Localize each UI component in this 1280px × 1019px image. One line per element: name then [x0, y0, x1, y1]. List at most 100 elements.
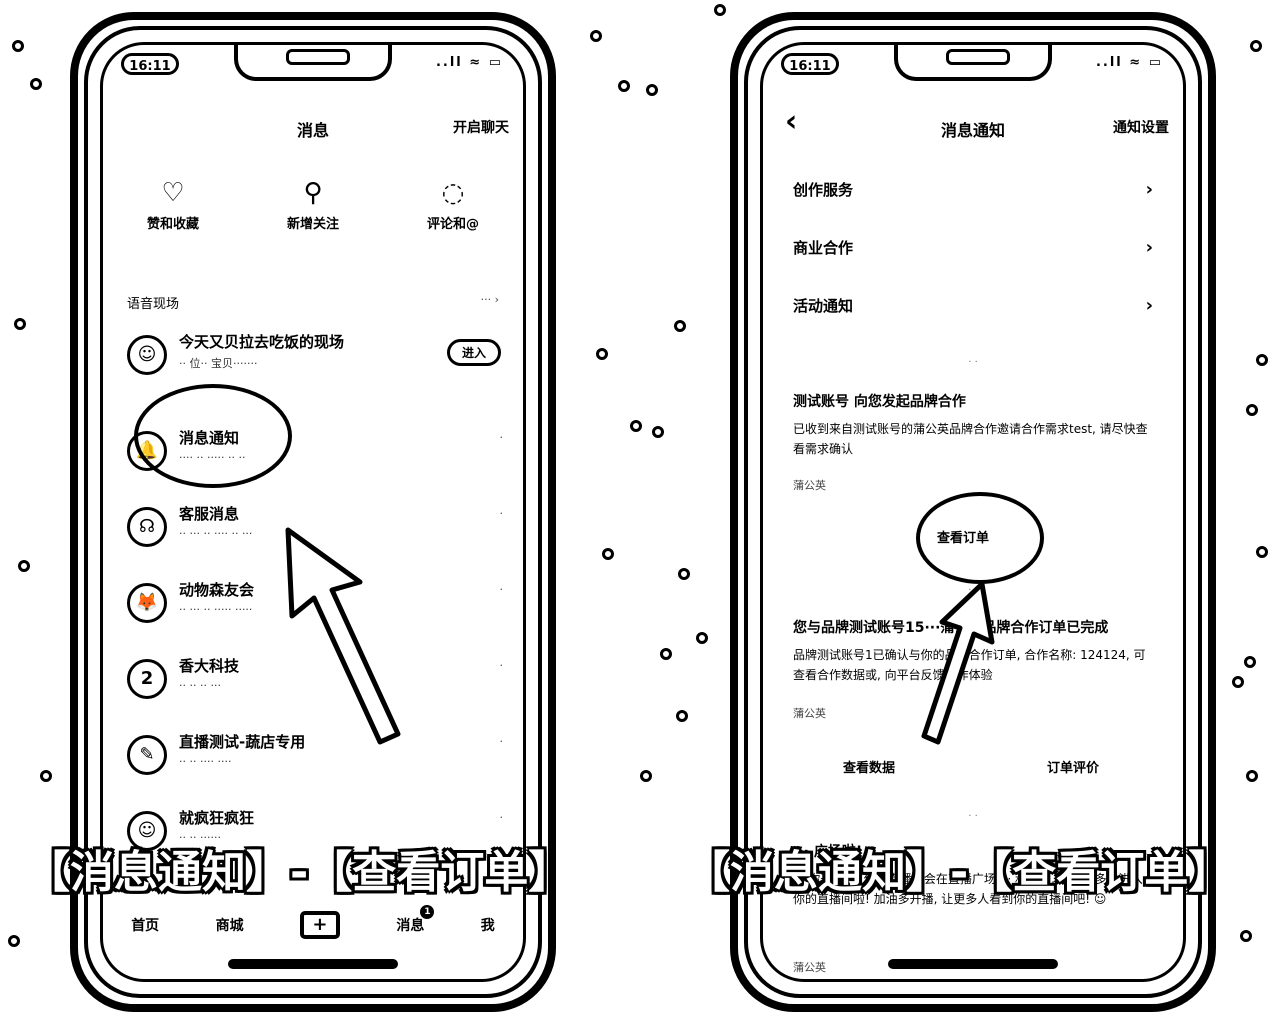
notification-settings-button[interactable]: 通知设置: [1113, 120, 1169, 136]
decor-dot: [676, 710, 688, 722]
row-creator-service[interactable]: 创作服务 ›: [793, 179, 1153, 213]
new-followers-label: 新增关注: [286, 217, 339, 232]
card-time: · ·: [968, 357, 978, 368]
conversation-item-live-test[interactable]: ✎ 直播测试-蔬店专用 ·· ·· ···· ···· ·: [123, 729, 509, 793]
conversation-time: ·: [499, 583, 504, 596]
decor-dot: [596, 348, 608, 360]
heart-icon: ♡: [161, 178, 185, 208]
decor-dot: [8, 935, 20, 947]
highlight-circle: [134, 384, 292, 488]
conversation-preview: ·· ··· ·· ····· ·····: [179, 603, 253, 616]
decor-dot: [602, 548, 614, 560]
pointer-arrow: [285, 527, 401, 745]
row-label: 商业合作: [793, 239, 854, 257]
caption-left: 【消息通知】-【查看订单】: [26, 847, 573, 898]
order-review-button[interactable]: 订单评价: [1047, 761, 1100, 776]
fox-avatar: 🦊: [127, 583, 167, 623]
live-preview: ·· 位·· 宝贝·······: [179, 357, 258, 370]
conversation-preview: ·· ··· ·· ···· ·· ···: [179, 527, 253, 540]
conversation-item-crazy[interactable]: ☺ 就疯狂疯狂 ·· ·· ······ ·: [123, 805, 509, 869]
caption-right: 【消息通知】-【查看订单】: [686, 847, 1233, 898]
card-source: 蒲公英: [793, 961, 826, 974]
status-icons: ..ll ≈ ▭: [435, 55, 503, 70]
card-title: ··· 广场啦!: [793, 844, 863, 860]
decor-dot: [1240, 930, 1252, 942]
highlight-circle: [916, 492, 1044, 584]
phone-left: 16:11 ..ll ≈ ▭ 消息 开启聊天 ♡ 赞和收藏 ⚲ 新增关注 ◌ 评…: [70, 12, 556, 1012]
conversation-preview: ·· ·· ·· ···: [179, 679, 221, 692]
likes-collects-button[interactable]: ♡ 赞和收藏: [113, 173, 233, 232]
section-more-link[interactable]: ··· ›: [480, 293, 499, 306]
view-data-button[interactable]: 查看数据: [843, 761, 896, 776]
status-time: 16:11: [121, 53, 179, 75]
decor-dot: [1250, 40, 1262, 52]
conversation-time: ·: [499, 811, 504, 824]
card-title: 您与品牌测试账号15···蒲公英品牌合作订单已完成: [793, 620, 1109, 636]
decor-dot: [590, 30, 602, 42]
tab-messages-label: 消息: [396, 918, 425, 934]
row-business-cooperation[interactable]: 商业合作 ›: [793, 237, 1153, 271]
decor-dot: [14, 318, 26, 330]
section-title: 语音现场: [127, 297, 180, 312]
live-room-item[interactable]: ☺ 今天又贝拉去吃饭的现场 ·· 位·· 宝贝······· 进入: [123, 329, 509, 393]
tab-publish-plus-icon[interactable]: +: [299, 911, 340, 939]
decor-dot: [1246, 404, 1258, 416]
decor-dot: [696, 632, 708, 644]
row-label: 活动通知: [793, 297, 854, 315]
conversation-name: 香大科技: [179, 657, 240, 675]
card-source: 蒲公英: [793, 707, 826, 720]
home-indicator: [888, 959, 1058, 969]
decor-dot: [1246, 770, 1258, 782]
person-icon: ⚲: [303, 178, 323, 208]
headset-icon: ☊: [127, 507, 167, 547]
page-title: 消息通知: [940, 121, 1005, 140]
tab-shop[interactable]: 商城: [215, 918, 244, 934]
unread-badge: 1: [420, 905, 435, 919]
conversation-name: 就疯狂疯狂: [179, 809, 255, 827]
live-name: 今天又贝拉去吃饭的现场: [179, 333, 345, 351]
likes-collects-label: 赞和收藏: [146, 217, 199, 232]
pointer-arrow: [921, 581, 995, 745]
comments-mentions-button[interactable]: ◌ 评论和@: [393, 173, 513, 232]
phone-screen: 16:11 ..ll ≈ ▭ 消息 开启聊天 ♡ 赞和收藏 ⚲ 新增关注 ◌ 评…: [100, 42, 526, 982]
top-actions: ♡ 赞和收藏 ⚲ 新增关注 ◌ 评论和@: [103, 173, 523, 232]
new-followers-button[interactable]: ⚲ 新增关注: [253, 173, 373, 232]
conversation-time: ·: [499, 735, 504, 748]
notch: [234, 45, 392, 81]
decor-dot: [1244, 656, 1256, 668]
decor-dot: [674, 320, 686, 332]
enter-live-button[interactable]: 进入: [446, 339, 501, 366]
chevron-right-icon: ›: [1145, 295, 1153, 316]
decor-dot: [1232, 676, 1244, 688]
conversation-preview: ·· ·· ···· ····: [179, 755, 232, 768]
comment-icon: ◌: [441, 178, 465, 208]
card-time: · ·: [968, 811, 978, 822]
conversation-item-animal[interactable]: 🦊 动物森友会 ·· ··· ·· ····· ····· ·: [123, 577, 509, 641]
decor-dot: [618, 80, 630, 92]
face-avatar: ☺: [127, 811, 167, 851]
live-avatar: ☺: [127, 335, 167, 375]
conversation-name: 客服消息: [179, 505, 240, 523]
conversation-name: 直播测试-蔬店专用: [179, 733, 306, 751]
status-time: 16:11: [781, 53, 839, 75]
back-chevron-icon[interactable]: ‹: [785, 104, 798, 139]
decor-dot: [646, 84, 658, 96]
card-body: ··· 你开播后, 你的直播间会在直播广场···· 和标签, 会有更多人进入你的…: [793, 872, 1143, 906]
tab-home[interactable]: 首页: [131, 918, 160, 934]
row-activity-notice[interactable]: 活动通知 ›: [793, 295, 1153, 329]
decor-dot: [1256, 546, 1268, 558]
chevron-right-icon: ›: [1145, 179, 1153, 200]
logo-avatar: 2: [127, 659, 167, 699]
conversation-preview: ·· ·· ······: [179, 831, 221, 844]
decor-dot: [1256, 354, 1268, 366]
decor-dot: [678, 568, 690, 580]
start-chat-button[interactable]: 开启聊天: [453, 120, 509, 136]
notch: [894, 45, 1052, 81]
conversation-time: ·: [499, 431, 504, 444]
home-indicator: [228, 959, 398, 969]
tab-me[interactable]: 我: [480, 918, 495, 934]
conversation-item-tech[interactable]: 2 香大科技 ·· ·· ·· ··· ·: [123, 653, 509, 717]
conversation-item-support[interactable]: ☊ 客服消息 ·· ··· ·· ···· ·· ··· ·: [123, 501, 509, 565]
conversation-time: ·: [499, 659, 504, 672]
